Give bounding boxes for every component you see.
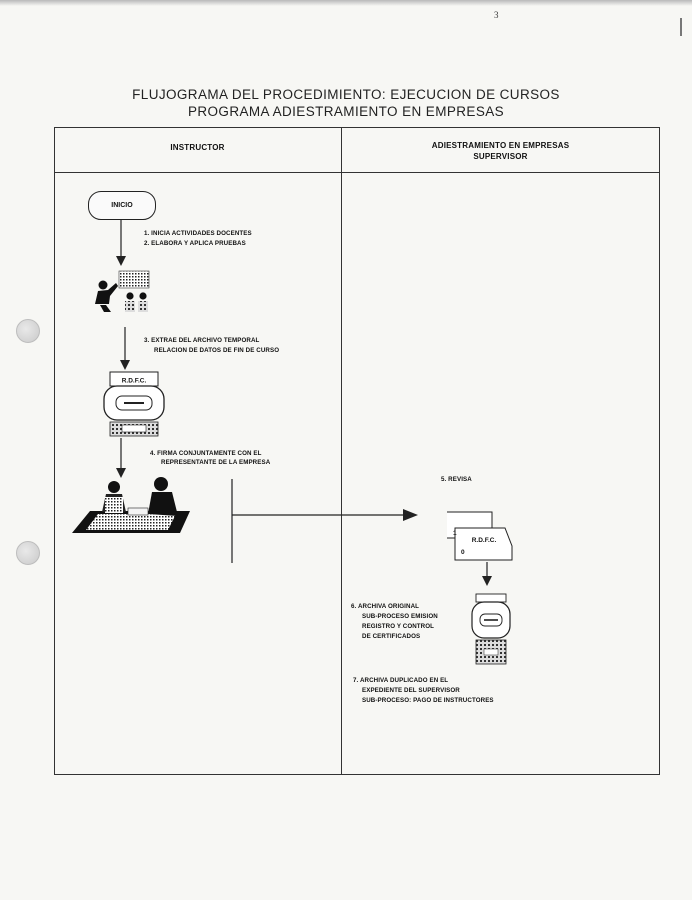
teaching-class-icon [95, 270, 150, 312]
step-6-text-line4: DE CERTIFICADOS [362, 633, 421, 640]
step-2-text: 2. ELABORA Y APLICA PRUEBAS [144, 240, 246, 247]
start-label: INICIO [111, 202, 133, 209]
header-divider [54, 172, 660, 173]
rdfc-documents-icon: 1 R.D.F.C. 0 [447, 511, 513, 561]
lane-header-supervisor-line2: SUPERVISOR [473, 152, 528, 161]
step-6-text-line2: SUB-PROCESO EMISION [362, 613, 438, 620]
step-6-text-line3: REGISTRO Y CONTROL [362, 623, 435, 630]
rdfc-label-2: R.D.F.C. [472, 537, 497, 544]
arrow-teach-to-archive [120, 327, 130, 370]
doc-mark-0: 0 [461, 549, 465, 556]
doc-mark-1: 1 [453, 530, 457, 537]
step-5-text: 5. REVISA [441, 476, 472, 483]
step-7-text-line1: 7. ARCHIVA DUPLICADO EN EL [353, 677, 449, 684]
punch-hole-top [16, 319, 40, 343]
page-number: 3 [494, 10, 499, 20]
rdfc-label-1: R.D.F.C. [122, 378, 147, 385]
arrow-archive-to-sign [116, 438, 126, 478]
arrow-start-to-teach [116, 219, 126, 266]
step-7-text-line2: EXPEDIENTE DEL SUPERVISOR [362, 687, 460, 694]
step-3-text-line1: 3. EXTRAE DEL ARCHIVO TEMPORAL [144, 337, 260, 344]
archive-machine-icon: R.D.F.C. [103, 371, 165, 437]
step-6-text-line1: 6. ARCHIVA ORIGINAL [351, 603, 420, 610]
arrow-sign-to-review [231, 479, 418, 563]
step-4-text-line1: 4. FIRMA CONJUNTAMENTE CON EL [150, 450, 262, 457]
start-terminal: INICIO [88, 191, 156, 220]
arrow-review-to-archive [482, 562, 492, 586]
lane-header-instructor: INSTRUCTOR [170, 143, 225, 152]
punch-hole-bottom [16, 541, 40, 565]
swimlane-frame [54, 127, 660, 775]
step-3-text-line2: RELACION DE DATOS DE FIN DE CURSO [154, 347, 280, 354]
step-4-text-line2: REPRESENTANTE DE LA EMPRESA [161, 459, 271, 466]
edge-mark [680, 18, 682, 36]
lane-header-supervisor: ADIESTRAMIENTO EN EMPRESAS SUPERVISOR [341, 140, 660, 162]
title-line-2: PROGRAMA ADIESTRAMIENTO EN EMPRESAS [187, 104, 505, 119]
scan-edge-shadow [0, 0, 692, 6]
signing-meeting-icon [72, 477, 190, 533]
step-1-text: 1. INICIA ACTIVIDADES DOCENTES [144, 230, 252, 237]
step-7-text-line3: SUB-PROCESO: PAGO DE INSTRUCTORES [362, 697, 494, 704]
lane-header-supervisor-line1: ADIESTRAMIENTO EN EMPRESAS [431, 141, 570, 150]
title-line-1: FLUJOGRAMA DEL PROCEDIMIENTO: EJECUCION … [132, 87, 560, 102]
lane-divider [341, 127, 342, 775]
archive-machine-icon-2 [471, 593, 511, 665]
